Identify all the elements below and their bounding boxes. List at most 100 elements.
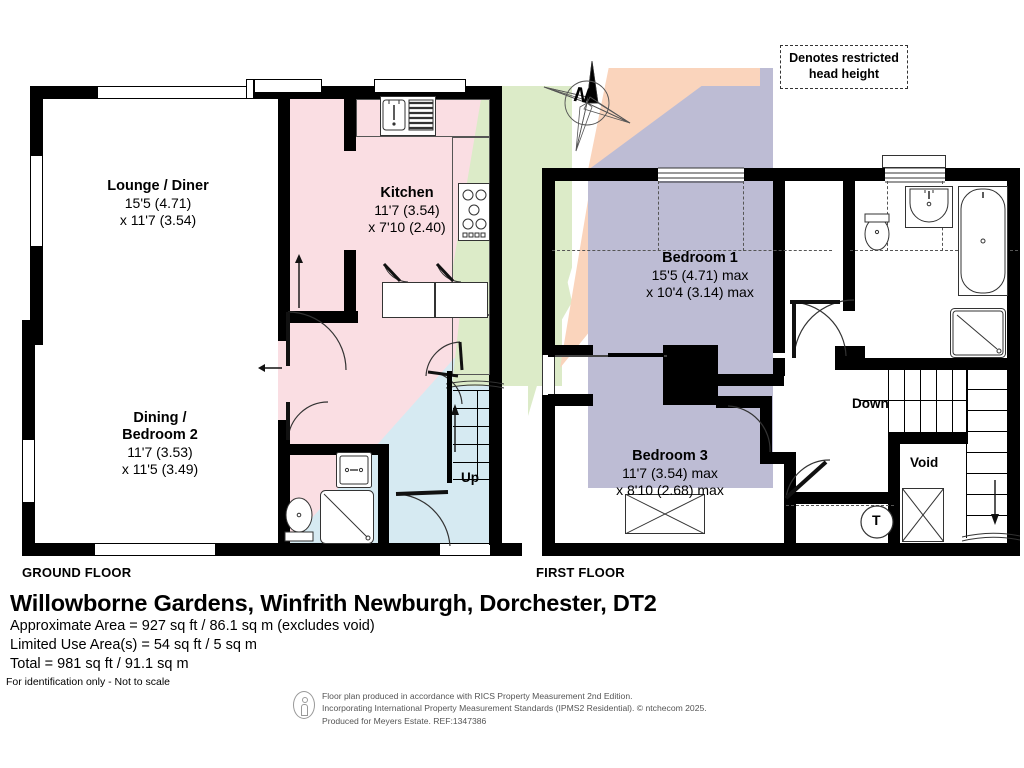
overlay-lavender-bedroom-block — [588, 170, 773, 480]
wall-landing-stub — [835, 346, 847, 370]
door-wc-arc — [424, 340, 464, 384]
opening-arrow-icon — [258, 360, 284, 376]
stairs-up-wall — [447, 371, 452, 483]
wall-lounge-hall — [278, 99, 290, 311]
window-top-lounge-2 — [246, 79, 254, 99]
room-name-kitchen: Kitchen — [380, 185, 434, 201]
room-label-bedroom1: Bedroom 1 15'5 (4.71) max x 10'4 (3.14) … — [590, 250, 810, 300]
legend-line-2: head height — [808, 67, 880, 81]
bathroom-bathtub-icon — [958, 186, 1008, 296]
wall-left-lower — [22, 320, 35, 440]
wall-hall-horizontal — [278, 311, 358, 323]
window-left-bedroom1 — [542, 355, 555, 395]
room-dim1-kitchen: 11'7 (3.54) — [374, 202, 440, 219]
room-dim2-lounge: x 11'7 (3.54) — [119, 211, 197, 228]
bathroom-shower-icon — [950, 308, 1006, 358]
stairs-down-label: Down — [852, 396, 889, 411]
ground-floor-plan: Lounge / Diner 15'5 (4.71) x 11'7 (3.54)… — [0, 0, 522, 580]
window-top-kitchen-2 — [374, 79, 466, 93]
wall-bedroom1-landing — [773, 181, 785, 353]
room-label-dining-bedroom2: Dining / Bedroom 2 11'7 (3.53) x 11'5 (3… — [95, 410, 225, 477]
restricted-guide-tank — [786, 505, 894, 506]
door-bottom-entry — [440, 543, 490, 556]
legend-line-1: Denotes restricted — [789, 51, 899, 66]
restricted-guide-bedroom1-v1 — [658, 181, 659, 251]
window-left-dining — [22, 440, 35, 502]
hall-arrow-icon — [292, 254, 306, 310]
wall-wc-top — [278, 444, 389, 455]
wall-wc-right — [378, 455, 389, 546]
wc-shower-tray-icon — [320, 490, 374, 544]
window-top-bathroom-lines — [885, 166, 945, 184]
room-dim2-bedroom1: x 10'4 (3.14) max — [646, 283, 754, 300]
stairs-down-arrow-icon — [988, 480, 1002, 526]
room-dim1-lounge: 15'5 (4.71) — [124, 195, 192, 212]
restricted-guide-bedroom1 — [552, 250, 832, 251]
stairs-up — [453, 390, 501, 480]
door-lounge-arc — [286, 310, 350, 374]
footer-line-1: Floor plan produced in accordance with R… — [322, 691, 633, 701]
compass-rose: N — [540, 55, 634, 155]
restricted-guide-bathroom — [850, 250, 1018, 251]
wall-left-lower2 — [22, 500, 35, 556]
wall-stair-right — [489, 330, 502, 545]
dining-fill — [36, 330, 278, 545]
window-bottom-dining — [95, 543, 215, 556]
area-line-limited-use: Limited Use Area(s) = 54 sq ft / 5 sq m — [10, 637, 258, 653]
bedroom1-sill-line-2 — [608, 353, 664, 357]
legend-restricted-head-height: Denotes restricted head height — [780, 45, 908, 89]
window-top-lounge — [98, 86, 246, 99]
room-dim2-kitchen: x 7'10 (2.40) — [368, 218, 446, 235]
kitchen-base-units-icon — [382, 262, 490, 318]
rics-person-icon — [293, 691, 315, 719]
wall-kitchen-hall — [344, 99, 356, 151]
wall-bedroom-divider-h2 — [716, 396, 772, 408]
room-dim1-bedroom3: 11'7 (3.54) max — [622, 465, 718, 482]
stairs-up-top-edge — [446, 376, 504, 392]
bedroom3-wardrobe-icon — [625, 494, 705, 534]
wc-basin-icon — [336, 452, 372, 488]
stairs-down-bottom-edge — [962, 527, 1020, 543]
room-dim1-bedroom1: 15'5 (4.71) max — [651, 267, 749, 284]
first-floor-plan: T — [530, 0, 1024, 580]
wall-top-first — [542, 168, 1020, 181]
wall-kitchen-opening — [347, 250, 351, 312]
restricted-guide-bedroom1-v2 — [743, 181, 744, 251]
identification-note: For identification only - Not to scale — [6, 676, 170, 688]
door-bedroom3-arc — [726, 404, 772, 456]
footer-line-2: Incorporating International Property Mea… — [322, 703, 707, 714]
page-title: Willowborne Gardens, Winfrith Newburgh, … — [10, 590, 657, 616]
wall-left-upper — [30, 86, 43, 156]
tank-icon — [860, 505, 894, 539]
stairs-down-connector — [860, 400, 890, 401]
area-line-approximate: Approximate Area = 927 sq ft / 86.1 sq m… — [10, 618, 375, 634]
room-name-lounge: Lounge / Diner — [107, 178, 209, 194]
door-entry-arc — [392, 490, 452, 548]
room-dim2-dining: x 11'5 (3.49) — [121, 460, 199, 477]
door-landing-lower-arc — [782, 458, 842, 502]
window-top-kitchen — [254, 79, 322, 93]
kitchen-sink-icon — [380, 96, 436, 136]
wall-bathroom-bottom — [843, 358, 1020, 370]
window-left-lounge — [30, 156, 43, 246]
area-line-total: Total = 981 sq ft / 91.1 sq m — [10, 656, 189, 672]
door-dining-arc — [286, 400, 348, 462]
ground-floor-label: GROUND FLOOR — [22, 565, 132, 580]
wall-bottom-first — [542, 543, 1020, 556]
door-bathroom-arc — [792, 298, 858, 360]
room-label-lounge: Lounge / Diner 15'5 (4.71) x 11'7 (3.54) — [83, 178, 233, 228]
room-name-dining: Dining / — [133, 410, 187, 426]
bathroom-toilet-icon — [862, 212, 892, 256]
wall-void-top — [888, 432, 968, 444]
room-dim2-bedroom3: x 8'10 (2.68) max — [616, 481, 724, 498]
first-floor-label: FIRST FLOOR — [536, 565, 625, 580]
room-label-bedroom3: Bedroom 3 11'7 (3.54) max x 8'10 (2.68) … — [570, 448, 770, 498]
wall-landing-left — [548, 345, 593, 357]
stairs-up-label: Up — [461, 470, 479, 485]
bathroom-basin-icon — [905, 186, 953, 228]
wall-bedroom-divider-h — [716, 374, 784, 386]
room-name-bedroom3: Bedroom 3 — [632, 448, 708, 464]
void-label: Void — [910, 455, 939, 470]
kitchen-hob-icon — [458, 183, 490, 241]
